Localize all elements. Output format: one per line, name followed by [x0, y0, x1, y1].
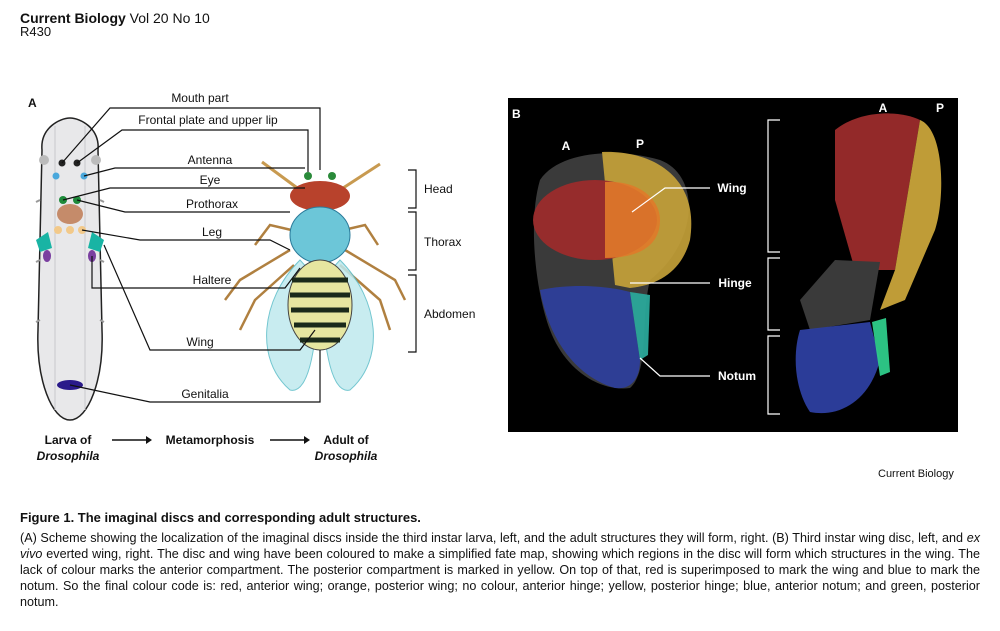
arrow-1-head [146, 436, 152, 444]
body-segment-brackets [408, 169, 417, 353]
label-abdomen: Abdomen [424, 307, 475, 321]
panel-b-pointer-lines [630, 119, 780, 415]
label-head: Head [424, 182, 453, 196]
page-number: R430 [20, 24, 52, 39]
journal-volume: Vol 20 No 10 [129, 10, 210, 26]
adult-fly-illustration [224, 160, 407, 391]
label-adult-drosophila: Drosophila [315, 449, 378, 463]
journal-name: Current Biology [20, 10, 126, 26]
caption-part-2: everted wing, right. The disc and wing h… [20, 547, 980, 609]
caption-italic: ex vivo [20, 531, 980, 561]
label-prothorax: Prothorax [186, 197, 238, 211]
label-mouth-part: Mouth part [171, 91, 229, 105]
wing-posterior-letter: P [936, 101, 944, 115]
figure-1: A [28, 91, 958, 463]
panel-a-pointer-lines [61, 107, 321, 403]
wing-disc-image [533, 151, 692, 389]
wing-anterior-letter: A [879, 101, 888, 115]
everted-wing-image [795, 113, 942, 414]
label-genitalia: Genitalia [181, 387, 229, 401]
label-eye: Eye [200, 173, 221, 187]
panel-a-letter: A [28, 96, 37, 110]
caption-part-1: (A) Scheme showing the localization of t… [20, 531, 967, 545]
label-antenna: Antenna [188, 153, 233, 167]
label-adult-of: Adult of [323, 433, 369, 447]
label-wing: Wing [186, 335, 213, 349]
figure-caption-body: (A) Scheme showing the localization of t… [20, 530, 980, 610]
label-larva-drosophila: Drosophila [37, 449, 100, 463]
label-metamorphosis: Metamorphosis [166, 433, 255, 447]
label-frontal-plate: Frontal plate and upper lip [138, 113, 278, 127]
larva-illustration [35, 117, 105, 421]
label-leg: Leg [202, 225, 222, 239]
arrow-2-head [304, 436, 310, 444]
label-haltere: Haltere [193, 273, 232, 287]
figure-credit: Current Biology [878, 468, 954, 480]
label-larva-of: Larva of [45, 433, 93, 447]
panel-b-letter: B [512, 107, 521, 121]
journal-header: Current Biology Vol 20 No 10 [20, 10, 210, 26]
label-b-notum: Notum [718, 369, 756, 383]
disc-anterior-letter: A [562, 139, 571, 153]
figure-caption-title: Figure 1. The imaginal discs and corresp… [20, 510, 421, 525]
label-b-hinge: Hinge [718, 276, 752, 290]
label-b-wing: Wing [717, 181, 746, 195]
label-thorax: Thorax [424, 235, 461, 249]
disc-posterior-letter: P [636, 137, 644, 151]
